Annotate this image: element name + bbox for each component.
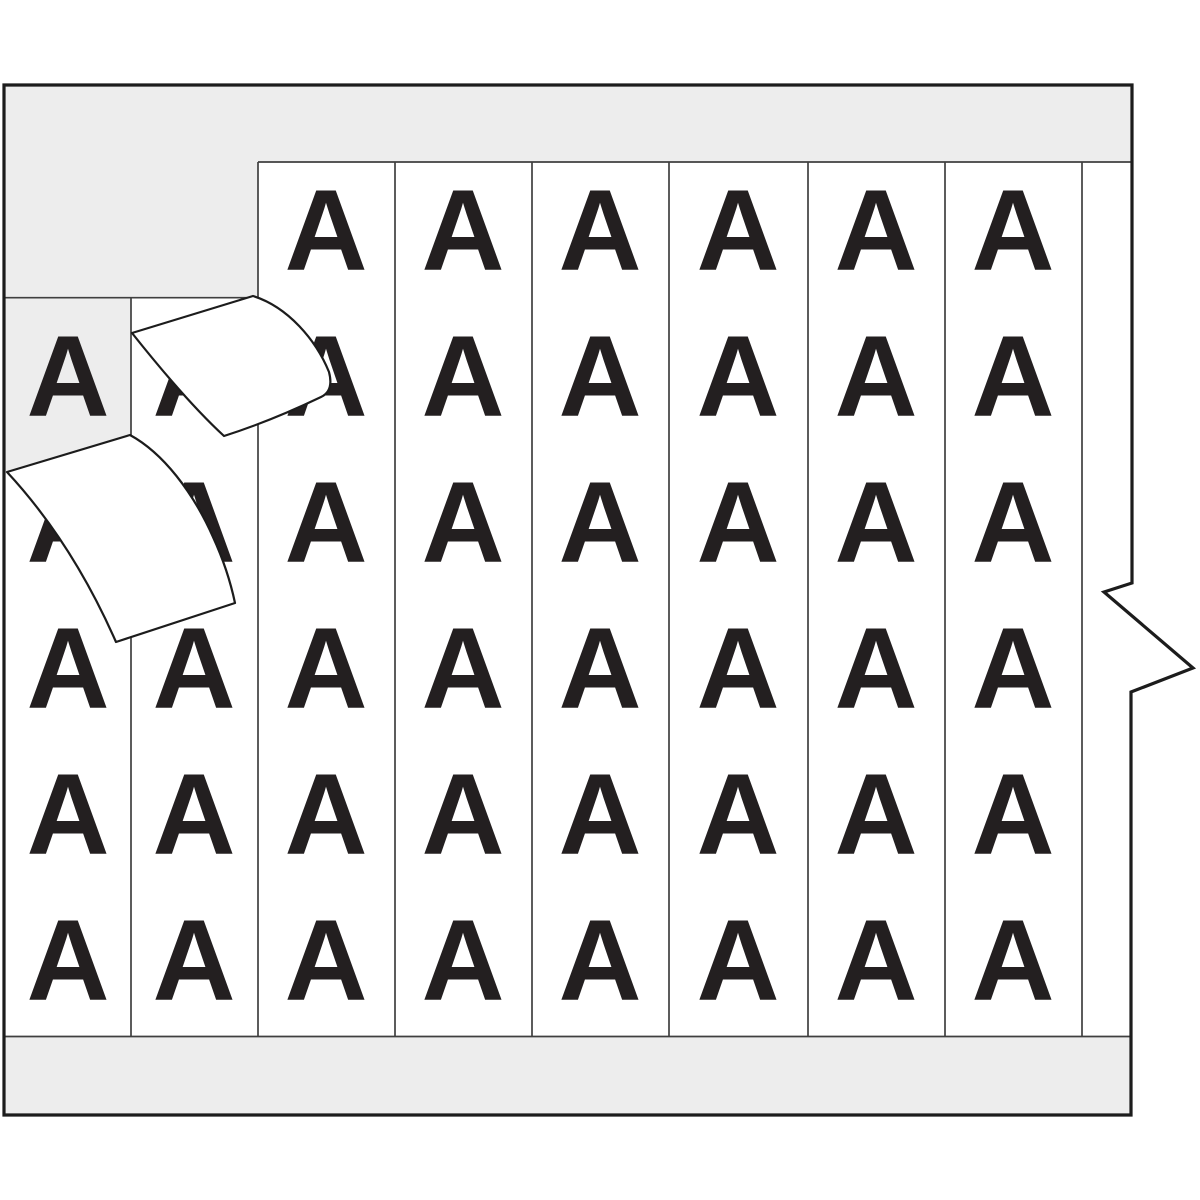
marker-letter: A — [696, 897, 779, 1025]
marker-letter: A — [558, 751, 641, 879]
marker-letter: A — [834, 751, 917, 879]
column-dividers — [130, 162, 1083, 1036]
marker-letter: A — [421, 751, 504, 879]
marker-letter: A — [696, 751, 779, 879]
marker-letter: A — [284, 897, 367, 1025]
peeled-label-lower — [5, 433, 237, 644]
card-outline-with-pull-tab — [2, 83, 1197, 1117]
marker-letter: A — [558, 897, 641, 1025]
marker-letter: A — [834, 897, 917, 1025]
marker-letter: A — [558, 167, 641, 295]
marker-letter: A — [421, 897, 504, 1025]
marker-letter: A — [834, 313, 917, 441]
peeled-label-upper — [130, 294, 332, 438]
marker-letter: A — [971, 167, 1054, 295]
peeled-labels — [5, 294, 332, 644]
marker-letter: A — [421, 459, 504, 587]
marker-letter: A — [421, 605, 504, 733]
marker-letter: A — [26, 313, 109, 441]
marker-letter: A — [834, 459, 917, 587]
marker-letter: A — [152, 751, 235, 879]
marker-letter: A — [421, 313, 504, 441]
marker-letter: A — [421, 167, 504, 295]
removed-labels-liner-area — [4, 162, 258, 298]
marker-letter: A — [284, 167, 367, 295]
marker-letter: A — [152, 897, 235, 1025]
marker-letter: A — [696, 167, 779, 295]
marker-letter: A — [971, 897, 1054, 1025]
marker-letter: A — [26, 897, 109, 1025]
marker-letter: A — [971, 313, 1054, 441]
marker-letter: A — [834, 167, 917, 295]
marker-letter-grid: AAAAAAAAAAAAAAAAAAAAAAAAAAAAAAAAAAAAAAAA… — [26, 167, 1054, 1025]
marker-letter: A — [971, 459, 1054, 587]
marker-letter: A — [558, 313, 641, 441]
marker-letter: A — [971, 605, 1054, 733]
marker-letter: A — [26, 605, 109, 733]
marker-letter: A — [558, 459, 641, 587]
marker-letter: A — [696, 459, 779, 587]
marker-letter: A — [834, 605, 917, 733]
marker-letter: A — [284, 751, 367, 879]
marker-letter: A — [696, 313, 779, 441]
marker-letter: A — [26, 751, 109, 879]
marker-letter: A — [696, 605, 779, 733]
marker-letter: A — [971, 751, 1054, 879]
marker-letter: A — [284, 459, 367, 587]
marker-letter: A — [284, 605, 367, 733]
sheet-edge-lines — [4, 161, 1131, 1038]
removed-label-liner-strip — [4, 298, 131, 473]
marker-letter: A — [558, 605, 641, 733]
